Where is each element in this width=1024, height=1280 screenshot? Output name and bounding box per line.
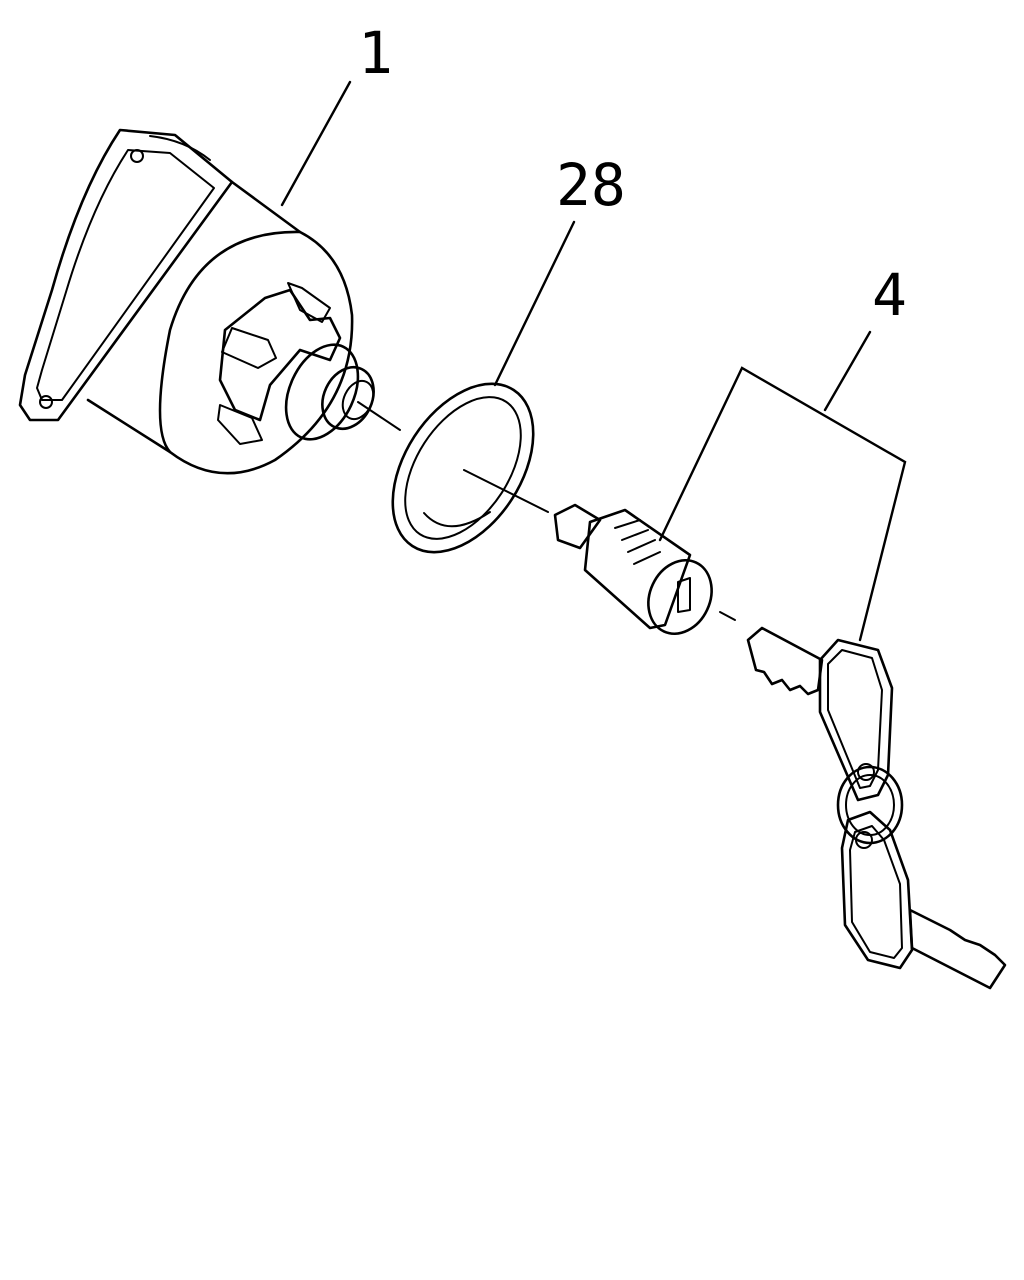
assembly-axis bbox=[357, 401, 736, 621]
gasket-ring bbox=[391, 382, 535, 554]
callout-switch-housing: 1 bbox=[358, 19, 393, 87]
switch-housing bbox=[18, 128, 375, 475]
leader-switch-housing bbox=[280, 80, 352, 207]
lock-cylinder bbox=[553, 503, 713, 635]
leader-lock-and-keys bbox=[658, 330, 907, 642]
callout-lock-and-keys: 4 bbox=[872, 261, 907, 329]
callout-gasket: 28 bbox=[556, 151, 626, 219]
leader-lines bbox=[280, 80, 907, 642]
leader-gasket bbox=[493, 220, 576, 387]
key-set bbox=[746, 626, 1007, 990]
